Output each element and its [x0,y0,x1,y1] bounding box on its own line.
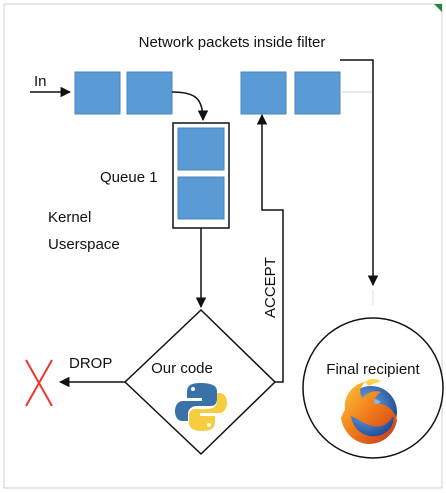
input-label: In [34,73,47,90]
kernel-label: Kernel [48,209,91,226]
queued-packet-1 [177,127,225,171]
accept-arrow [256,113,284,383]
enqueue-arrow [171,91,209,122]
outer-frame [3,3,443,489]
accept-label: ACCEPT [262,257,279,318]
filtered-packet-2 [294,71,341,115]
userspace-label: Userspace [48,236,120,253]
python-logo-icon [175,383,227,431]
queue-label: Queue 1 [100,169,158,186]
deliver-arrow [340,59,379,287]
incoming-packet-2 [126,71,173,115]
red-x-icon [25,359,53,407]
decision-label: Our code [151,360,213,377]
diagram-title: Network packets inside filter [139,34,326,51]
filtered-packet-1 [240,71,287,115]
corner-mark [434,4,442,12]
decision-diamond [123,308,277,456]
incoming-packet-1 [74,71,121,115]
recipient-label: Final recipient [326,361,420,378]
queued-packet-2 [177,176,225,220]
firefox-logo-icon [341,379,397,444]
drop-label: DROP [69,355,112,372]
